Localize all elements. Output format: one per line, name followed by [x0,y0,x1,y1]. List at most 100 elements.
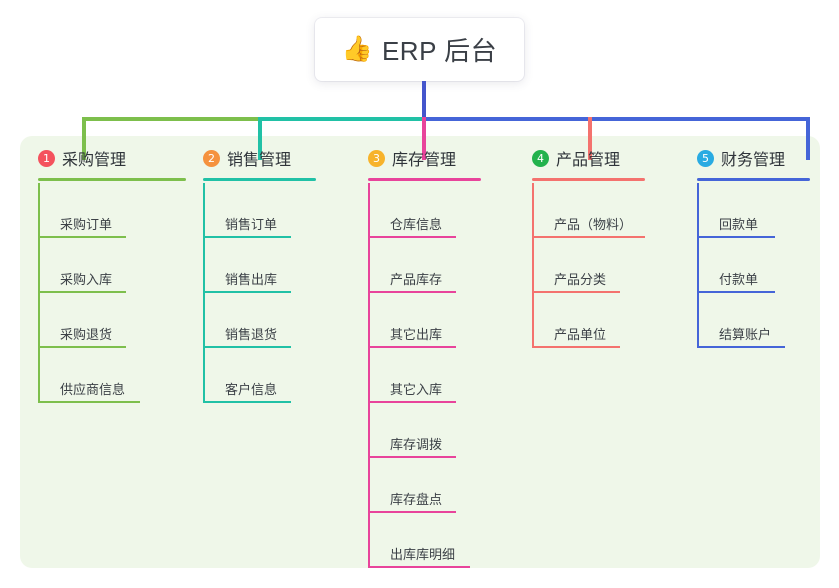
column-header-3[interactable]: 3 库存管理 [368,146,481,170]
column-title-2: 销售管理 [227,152,292,169]
leaf-item-underline [532,346,620,348]
leaf-item[interactable]: 库存盘点 [368,458,481,513]
leaf-item-label: 销售订单 [225,217,278,232]
leaf-item-label: 销售出库 [225,272,278,287]
column-badge-4: 4 [532,149,549,167]
leaf-item-label: 仓库信息 [390,217,443,232]
leaf-item-underline [532,291,620,293]
column-spine-5 [697,183,699,348]
leaf-item-label: 客户信息 [225,382,278,397]
leaf-item-underline [38,401,140,403]
leaf-item[interactable]: 回款单 [697,183,810,238]
leaf-list-5: 回款单付款单结算账户 [697,183,810,348]
column-header-1[interactable]: 1 采购管理 [38,146,186,170]
leaf-item-label: 付款单 [719,272,759,287]
column-header-4[interactable]: 4 产品管理 [532,146,645,170]
leaf-item-underline [203,346,291,348]
column-5: 5 财务管理回款单付款单结算账户 [697,146,810,348]
column-3: 3 库存管理仓库信息产品库存其它出库其它入库库存调拨库存盘点出库库明细 [368,146,481,568]
column-spine-2 [203,183,205,403]
leaf-item[interactable]: 结算账户 [697,293,810,348]
leaf-item[interactable]: 库存调拨 [368,403,481,458]
leaf-item-underline [203,236,291,238]
leaf-item-label: 供应商信息 [60,382,126,397]
column-badge-5: 5 [697,149,714,167]
leaf-item[interactable]: 其它入库 [368,348,481,403]
column-badge-3: 3 [368,149,385,167]
leaf-item-label: 销售退货 [225,327,278,342]
leaf-item[interactable]: 客户信息 [203,348,316,403]
column-title-4: 产品管理 [556,152,621,169]
leaf-item-underline [368,346,456,348]
leaf-item[interactable]: 产品分类 [532,238,645,293]
leaf-item[interactable]: 仓库信息 [368,183,481,238]
column-4: 4 产品管理产品（物料） 产品分类产品单位 [532,146,645,348]
leaf-item[interactable]: 采购订单 [38,183,186,238]
leaf-list-3: 仓库信息产品库存其它出库其它入库库存调拨库存盘点出库库明细 [368,183,481,568]
leaf-item-underline [532,236,645,238]
leaf-item-underline [38,291,126,293]
leaf-item-underline [368,456,456,458]
leaf-item-underline [697,346,785,348]
leaf-item-label: 库存调拨 [390,437,443,452]
leaf-item[interactable]: 产品单位 [532,293,645,348]
leaf-item-underline [38,346,126,348]
thumbs-up-icon: 👍 [341,35,373,63]
column-rule-1 [38,178,186,181]
column-spine-3 [368,183,370,568]
leaf-item[interactable]: 其它出库 [368,293,481,348]
leaf-item-underline [203,291,291,293]
leaf-item-label: 其它出库 [390,327,443,342]
leaf-list-2: 销售订单销售出库销售退货客户信息 [203,183,316,403]
content-panel [20,136,820,568]
leaf-item[interactable]: 付款单 [697,238,810,293]
column-header-5[interactable]: 5 财务管理 [697,146,810,170]
column-spine-1 [38,183,40,403]
column-title-5: 财务管理 [721,152,786,169]
column-1: 1 采购管理采购订单采购入库采购退货供应商信息 [38,146,186,403]
column-header-2[interactable]: 2 销售管理 [203,146,316,170]
leaf-item-label: 结算账户 [719,327,772,342]
column-title-3: 库存管理 [392,152,457,169]
column-title-1: 采购管理 [62,152,127,169]
column-rule-3 [368,178,481,181]
leaf-list-4: 产品（物料） 产品分类产品单位 [532,183,645,348]
leaf-item-label: 采购入库 [60,272,113,287]
leaf-item-label: 出库库明细 [390,547,456,562]
leaf-item-label: 其它入库 [390,382,443,397]
leaf-item[interactable]: 产品库存 [368,238,481,293]
leaf-item[interactable]: 销售出库 [203,238,316,293]
leaf-item-label: 产品分类 [554,272,607,287]
leaf-item[interactable]: 供应商信息 [38,348,186,403]
leaf-item-underline [368,566,470,568]
leaf-item-underline [368,291,456,293]
leaf-item-underline [368,511,456,513]
leaf-item-underline [368,236,456,238]
root-title: ERP 后台 [381,36,498,66]
leaf-item-label: 采购退货 [60,327,113,342]
column-rule-5 [697,178,810,181]
leaf-item[interactable]: 出库库明细 [368,513,481,568]
leaf-item-label: 回款单 [719,217,759,232]
leaf-item-label: 采购订单 [60,217,113,232]
leaf-item-label: 产品单位 [554,327,607,342]
leaf-item[interactable]: 销售退货 [203,293,316,348]
leaf-item-underline [368,401,456,403]
column-badge-1: 1 [38,149,55,167]
leaf-item-underline [203,401,291,403]
leaf-item[interactable]: 销售订单 [203,183,316,238]
root-node-content: 👍 ERP 后台 [342,31,497,68]
column-2: 2 销售管理销售订单销售出库销售退货客户信息 [203,146,316,403]
leaf-item[interactable]: 产品（物料） [532,183,645,238]
leaf-item[interactable]: 采购入库 [38,238,186,293]
leaf-item-label: 产品（物料） [554,217,633,232]
column-spine-4 [532,183,534,348]
root-node[interactable]: 👍 ERP 后台 [315,18,524,81]
column-badge-2: 2 [203,149,220,167]
leaf-list-1: 采购订单采购入库采购退货供应商信息 [38,183,186,403]
leaf-item-label: 库存盘点 [390,492,443,507]
column-rule-2 [203,178,316,181]
leaf-item[interactable]: 采购退货 [38,293,186,348]
leaf-item-underline [697,236,775,238]
leaf-item-label: 产品库存 [390,272,443,287]
